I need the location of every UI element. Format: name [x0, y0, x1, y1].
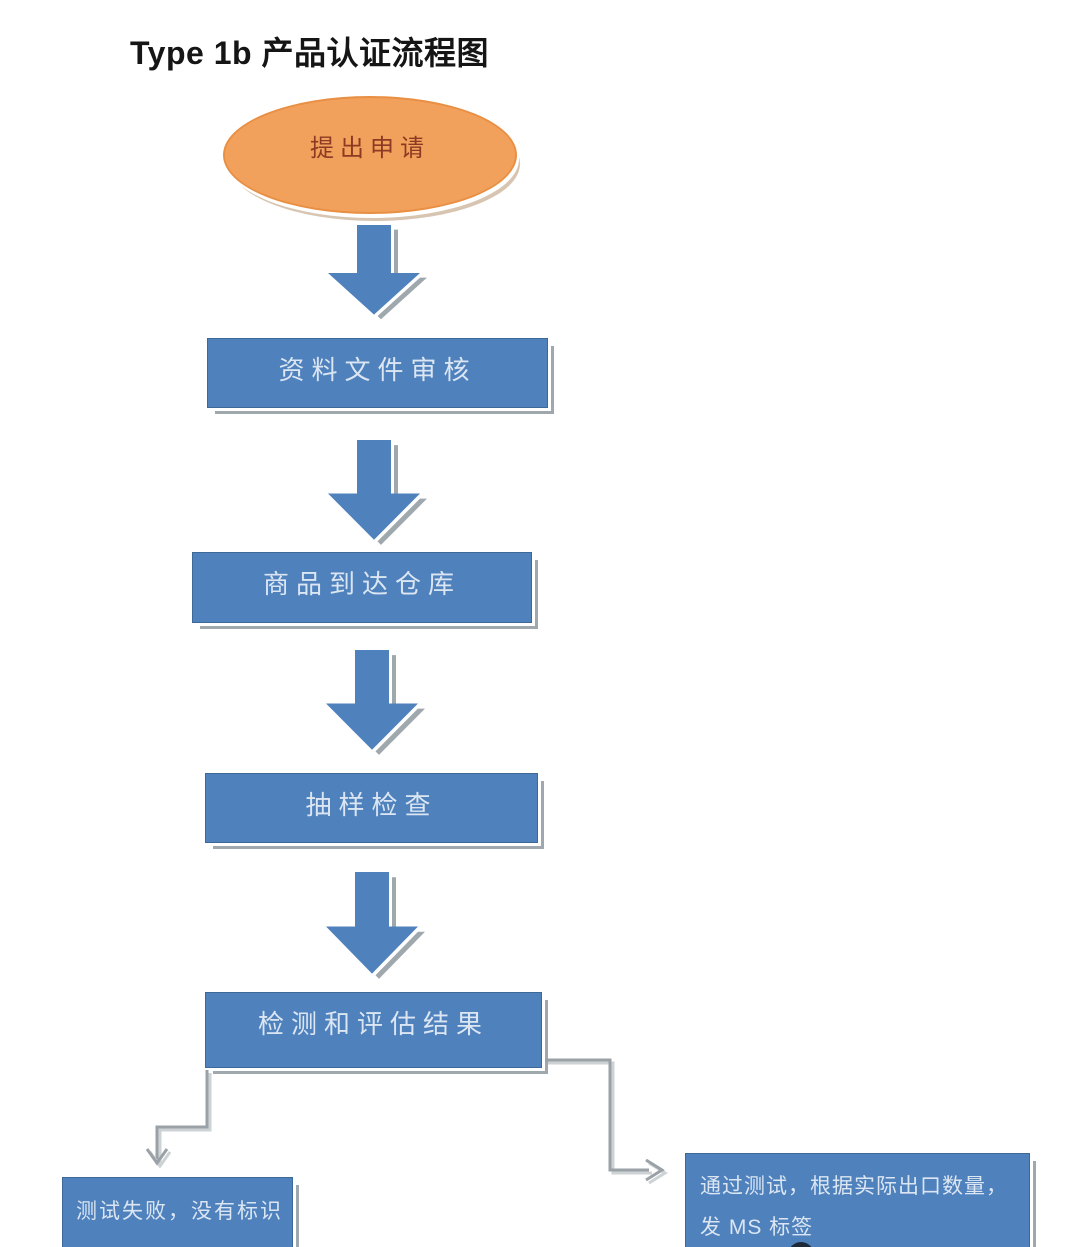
- flow-arrow-down-icon: [326, 872, 425, 979]
- page-title: Type 1b 产品认证流程图: [130, 35, 489, 71]
- connector-pass-path: [545, 1058, 649, 1172]
- flow-result-pass-label-line2: 发 MS 标签: [700, 1216, 814, 1239]
- arrowhead-down-icon: [145, 1148, 169, 1166]
- flow-step-label: 商品到达仓库: [262, 569, 461, 599]
- flow-start-ellipse: 提出申请: [223, 96, 517, 214]
- watermark-dot: [788, 1242, 814, 1247]
- flow-step-test-evaluation: 检测和评估结果: [205, 992, 542, 1068]
- flow-result-pass-box: 通过测试，根据实际出口数量， 发 MS 标签: [685, 1153, 1030, 1247]
- arrowhead-right-icon: [645, 1158, 665, 1182]
- arrowhead-down-shadow: [148, 1151, 172, 1169]
- connector-fail-shadow: [158, 1073, 212, 1164]
- arrowhead-right-shadow: [648, 1161, 668, 1185]
- flow-step-goods-arrive: 商品到达仓库: [192, 552, 532, 623]
- connector-fail-path: [155, 1070, 209, 1161]
- flow-arrow-down-icon: [328, 440, 427, 545]
- connector-pass-shadow: [548, 1061, 652, 1175]
- flow-result-fail-label: 测试失败，没有标识: [76, 1200, 283, 1223]
- flow-step-label: 检测和评估结果: [257, 1009, 489, 1039]
- flow-start-label: 提出申请: [310, 135, 430, 162]
- flow-arrow-down-icon: [326, 650, 425, 755]
- flow-step-label: 抽样检查: [305, 790, 438, 820]
- flow-result-fail-box: 测试失败，没有标识: [62, 1177, 293, 1247]
- flow-arrow-down-icon: [328, 225, 427, 320]
- flow-step-sampling-inspection: 抽样检查: [205, 773, 538, 843]
- flow-step-document-review: 资料文件审核: [207, 338, 548, 408]
- flow-step-label: 资料文件审核: [278, 355, 477, 385]
- flow-result-pass-label-line1: 通过测试，根据实际出口数量，: [700, 1175, 1008, 1198]
